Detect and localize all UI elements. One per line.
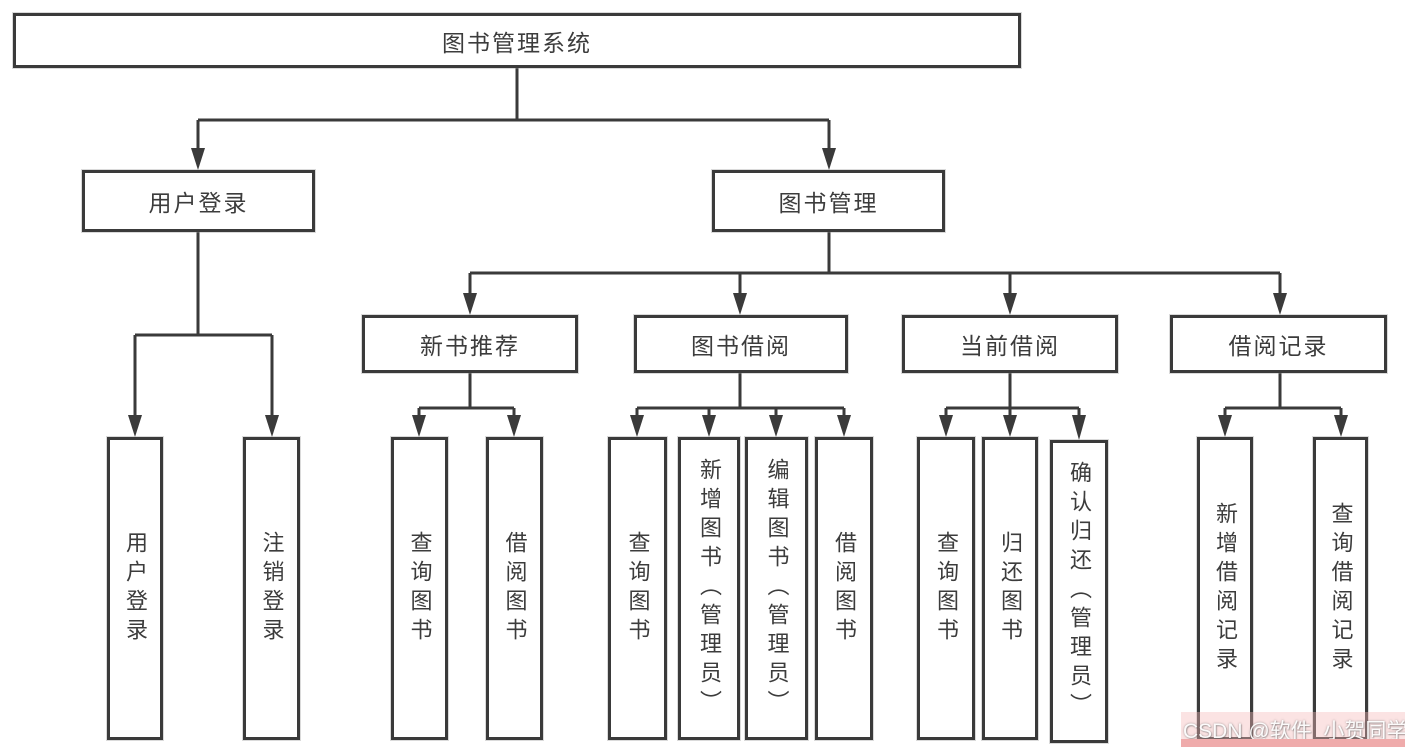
node-current-borrowing-label: 当前借阅 <box>960 333 1060 359</box>
node-book-borrowing: 图书借阅 <box>634 315 848 373</box>
arrowhead <box>412 415 426 437</box>
connector-user-login <box>133 232 274 417</box>
connector-book-mgmt <box>468 232 1282 295</box>
csdn-watermark: CSDN @软件_小贺同学 <box>1181 712 1405 747</box>
arrowhead <box>822 148 836 170</box>
leaf-user-login-label: 用户登录 <box>123 530 148 647</box>
node-user-login: 用户登录 <box>82 170 315 232</box>
connector-current-borrow <box>944 373 1081 417</box>
arrowhead <box>837 415 851 437</box>
arrowhead <box>1334 415 1348 437</box>
leaf-user-login: 用户登录 <box>107 437 163 740</box>
arrowhead <box>733 293 747 315</box>
arrowhead <box>939 415 953 437</box>
connector-borrow-records <box>1223 373 1343 417</box>
leaf-borrowing-query-books-label: 查询图书 <box>625 530 651 647</box>
arrowhead <box>630 415 644 437</box>
node-current-borrowing: 当前借阅 <box>902 315 1118 373</box>
leaf-query-borrow-record-label: 查询借阅记录 <box>1328 501 1354 676</box>
leaf-recommend-query-books: 查询图书 <box>391 437 448 740</box>
leaf-query-borrow-record: 查询借阅记录 <box>1313 437 1368 740</box>
arrowhead <box>1003 293 1017 315</box>
arrowhead <box>769 415 783 437</box>
arrowhead <box>128 415 142 437</box>
leaf-add-borrow-record-label: 新增借阅记录 <box>1213 501 1238 676</box>
node-book-management-label: 图书管理 <box>778 190 879 216</box>
leaf-borrowing-borrow-books: 借阅图书 <box>815 437 873 740</box>
leaf-borrowing-query-books: 查询图书 <box>608 437 667 740</box>
node-new-book-recommend-label: 新书推荐 <box>420 333 520 359</box>
leaf-confirm-return-admin: 确认归还（管理员） <box>1050 440 1108 743</box>
leaf-borrowing-borrow-books-label: 借阅图书 <box>832 530 857 647</box>
node-new-book-recommend: 新书推荐 <box>362 315 578 373</box>
arrowhead <box>265 415 279 437</box>
node-book-borrowing-label: 图书借阅 <box>691 333 791 359</box>
arrowhead <box>463 293 477 315</box>
leaf-return-books-label: 归还图书 <box>998 530 1023 647</box>
arrowhead <box>507 415 521 437</box>
leaf-return-books: 归还图书 <box>982 437 1038 740</box>
connector-book-borrow <box>635 373 846 417</box>
leaf-logout: 注销登录 <box>243 437 300 740</box>
leaf-recommend-borrow-books-label: 借阅图书 <box>502 530 528 647</box>
leaf-add-books-admin-label: 新增图书（管理员） <box>697 458 722 719</box>
leaf-edit-books-admin-label: 编辑图书（管理员） <box>764 458 790 719</box>
node-user-login-label: 用户登录 <box>148 190 249 216</box>
csdn-watermark-text: CSDN @软件_小贺同学 <box>1183 720 1405 743</box>
arrowhead <box>191 148 205 170</box>
leaf-current-query-books: 查询图书 <box>917 437 975 740</box>
leaf-edit-books-admin: 编辑图书（管理员） <box>745 437 808 740</box>
leaf-confirm-return-admin-label: 确认归还（管理员） <box>1067 461 1092 722</box>
arrowhead <box>1218 415 1232 437</box>
connector-root <box>196 68 831 150</box>
arrowhead <box>1072 415 1086 440</box>
leaf-current-query-books-label: 查询图书 <box>934 530 959 647</box>
leaf-logout-label: 注销登录 <box>259 530 285 647</box>
node-book-management: 图书管理 <box>712 170 945 232</box>
node-borrowing-records-label: 借阅记录 <box>1228 333 1329 359</box>
connector-new-book-rec <box>417 373 516 417</box>
leaf-add-borrow-record: 新增借阅记录 <box>1197 437 1253 740</box>
arrowhead <box>702 415 716 437</box>
node-library-system-label: 图书管理系统 <box>442 29 592 56</box>
arrowhead <box>1273 293 1287 315</box>
arrowhead <box>1003 415 1017 437</box>
leaf-recommend-query-books-label: 查询图书 <box>407 530 433 647</box>
leaf-recommend-borrow-books: 借阅图书 <box>486 437 543 740</box>
node-library-system: 图书管理系统 <box>13 13 1021 68</box>
csdn-watermark-bar <box>1181 739 1405 747</box>
node-borrowing-records: 借阅记录 <box>1170 315 1387 373</box>
leaf-add-books-admin: 新增图书（管理员） <box>678 437 740 740</box>
